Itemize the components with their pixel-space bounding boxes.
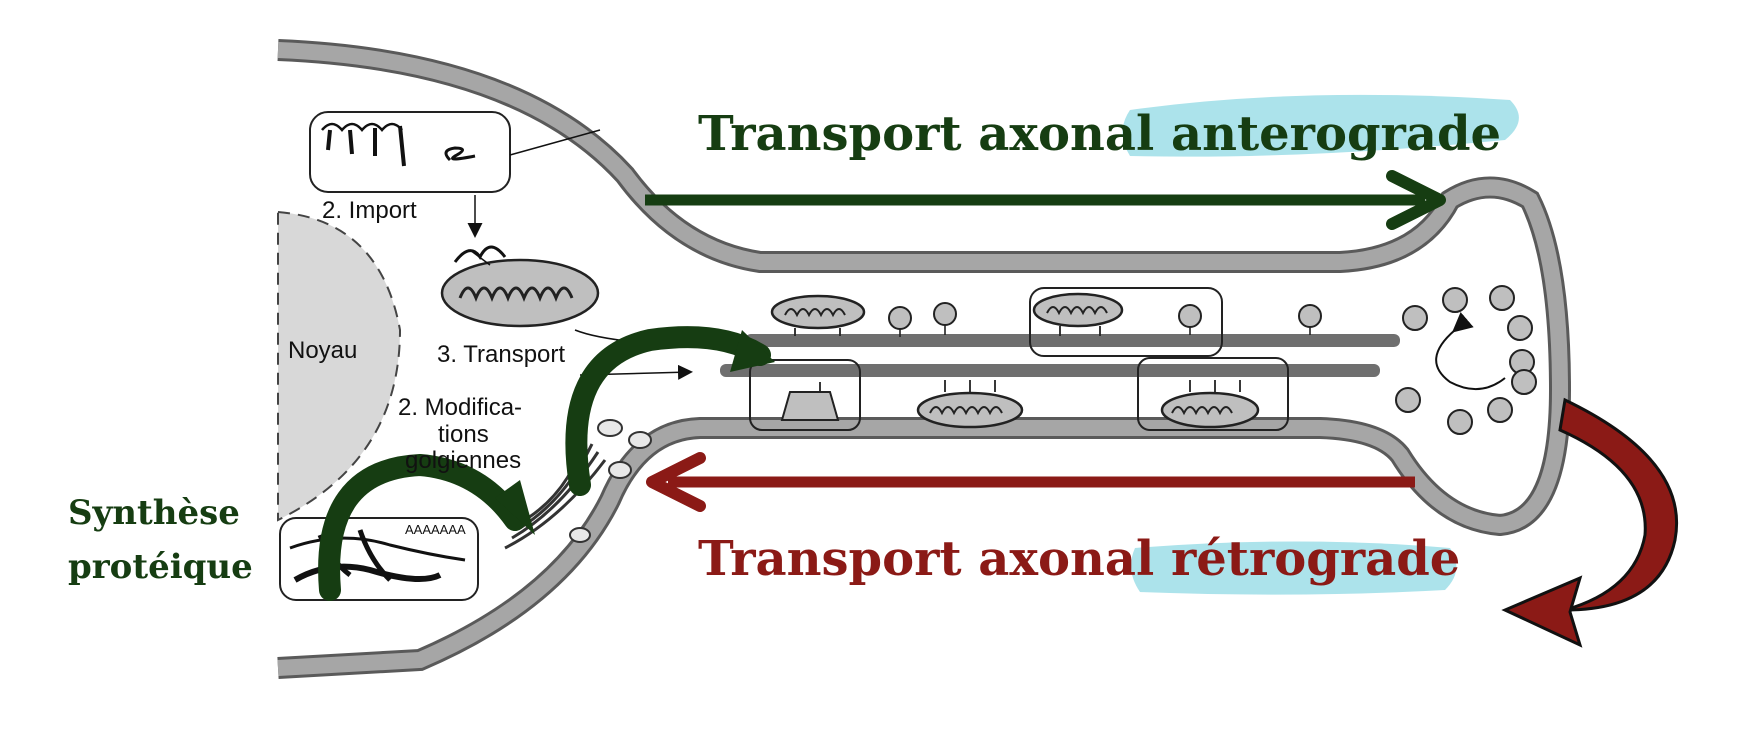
neuron-membrane	[277, 39, 1572, 679]
golgi-label-line2: tions	[438, 421, 489, 448]
highlight-anterograde	[1122, 94, 1519, 157]
retrograde-title: Transport axonal rétrograde	[698, 531, 1460, 587]
retrograde-curved-arrow	[1501, 397, 1679, 648]
nucleus	[277, 210, 402, 522]
axon-inset-boxes	[749, 287, 1289, 431]
microtubules	[720, 334, 1400, 377]
anterograde-arrow	[645, 170, 1446, 230]
golgi-curved-arrow	[565, 326, 771, 496]
synthesis-label-line1: Synthèse	[68, 493, 240, 533]
motor-proteins	[794, 326, 1241, 392]
import-inset	[309, 111, 601, 266]
synthesis-curved-arrow	[318, 453, 526, 601]
soma-mitochondrion	[440, 245, 600, 328]
retrograde-arrow	[646, 452, 1415, 512]
nucleus-label: Noyau	[288, 337, 357, 364]
synthesis-label-line2: protéique	[68, 547, 253, 587]
golgi-label-line3: golgiennes	[405, 447, 521, 474]
terminal-vesicles	[1395, 285, 1537, 435]
recycling-arrow	[1435, 311, 1506, 390]
anterograde-title: Transport axonal anterograde	[698, 106, 1501, 162]
import-label: 2. Import	[322, 197, 417, 224]
golgi-vesicles	[569, 419, 652, 543]
golgi-label-line1: 2. Modifica-	[398, 394, 522, 421]
polya-label: AAAAAAA	[405, 522, 466, 537]
highlight-retrograde	[1131, 541, 1457, 595]
transport-label: 3. Transport	[437, 341, 565, 368]
